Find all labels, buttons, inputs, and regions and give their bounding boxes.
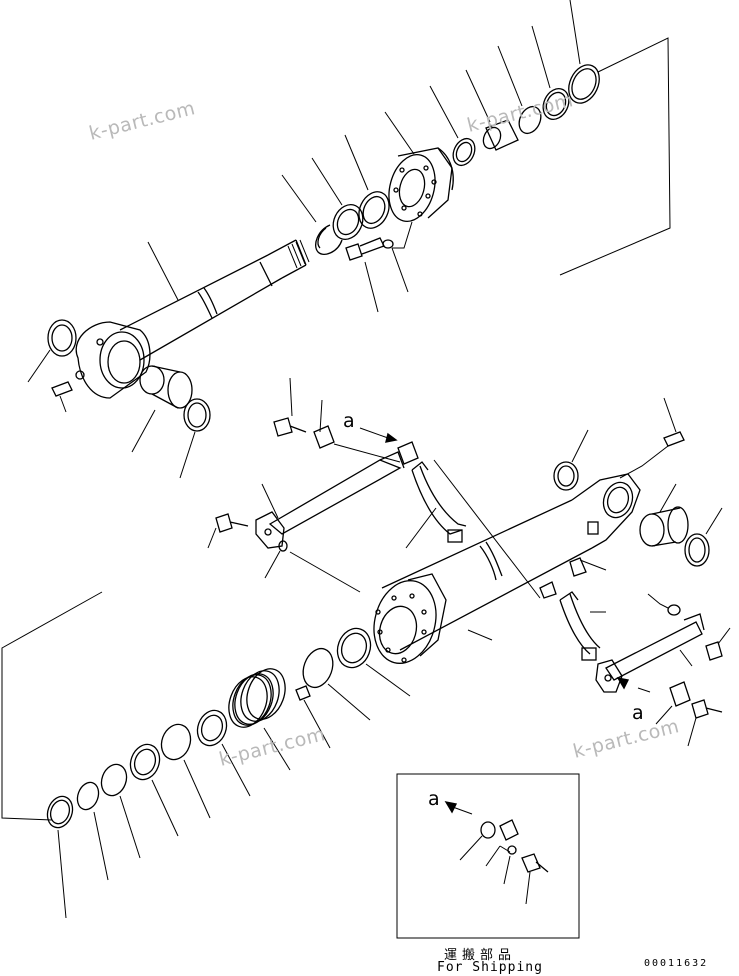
bottom-eye-bushing — [639, 483, 689, 547]
pipe-bolt-left — [207, 513, 249, 549]
piston-ring-6 — [46, 795, 74, 919]
bottom-eye-seal-right — [684, 507, 723, 567]
band-clamp-upper — [405, 461, 467, 549]
pipe-upper — [255, 451, 405, 549]
tube-ring-1 — [336, 627, 411, 697]
piston-ring-2 — [160, 723, 211, 819]
pipe-bolt-right-upper — [705, 627, 731, 661]
view-label-lower: a — [632, 702, 644, 724]
clamp-bolt-upper — [273, 377, 307, 437]
piston-ring-5 — [76, 781, 109, 881]
view-arrow-upper — [359, 427, 398, 443]
head-bolt — [345, 237, 385, 313]
pipe-bolt-right — [687, 699, 723, 747]
piston — [228, 668, 291, 771]
head-ring-4 — [568, 0, 600, 104]
cylinder-head — [384, 111, 454, 249]
upper-group-frame — [559, 37, 671, 276]
cylinder-tube — [373, 473, 641, 664]
shipping-cap — [459, 821, 496, 861]
rod-ring-2 — [344, 134, 390, 229]
pipe-oring-right — [647, 593, 681, 616]
grease-fitting-right — [619, 397, 685, 479]
pipe-oring-left — [264, 540, 361, 593]
clamp-lower-block — [655, 681, 691, 725]
head-ring-1 — [429, 85, 476, 167]
shipping-washer — [503, 845, 517, 885]
tube-ring-2 — [302, 647, 371, 721]
view-label-shipping: a — [428, 788, 440, 810]
shipping-label-jp: 運搬部品 — [444, 948, 517, 963]
head-ring-2 — [497, 45, 542, 135]
clamp-lower-small — [539, 581, 557, 599]
rod-eye-seal-right — [179, 398, 211, 479]
view-label-upper: a — [343, 410, 355, 432]
lower-group-frame — [1, 591, 103, 821]
piston-ring-4 — [100, 763, 141, 859]
grease-fitting-left — [51, 381, 73, 413]
shipping-view-arrow — [444, 801, 473, 815]
shipping-label-en: For Shipping — [437, 960, 543, 975]
head-ring-3 — [531, 25, 570, 121]
snap-ring — [281, 174, 343, 255]
piston-rod — [119, 239, 310, 361]
bottom-eye-seal-left — [553, 429, 589, 491]
rod-eye-seal-left — [27, 319, 77, 383]
piston-ring-1 — [196, 709, 251, 797]
rod-ring-1 — [311, 157, 364, 241]
rod-eye — [75, 321, 151, 399]
clamp-upper — [313, 399, 419, 465]
shipping-plate — [485, 819, 519, 867]
shipping-bolt — [521, 853, 549, 905]
clamp-bolt-lower — [569, 557, 607, 577]
band-clamp-lower — [559, 591, 606, 661]
view-arrow-lower — [616, 677, 651, 693]
head-bushing — [465, 69, 519, 151]
piston-ring-3 — [129, 743, 179, 837]
head-washer — [382, 239, 409, 293]
piston-nut — [295, 685, 331, 749]
rod-eye-bushing — [131, 365, 193, 453]
shipping-box — [396, 773, 580, 939]
drawing-code: 00011632 — [644, 958, 709, 969]
pipe-lower — [595, 613, 705, 693]
